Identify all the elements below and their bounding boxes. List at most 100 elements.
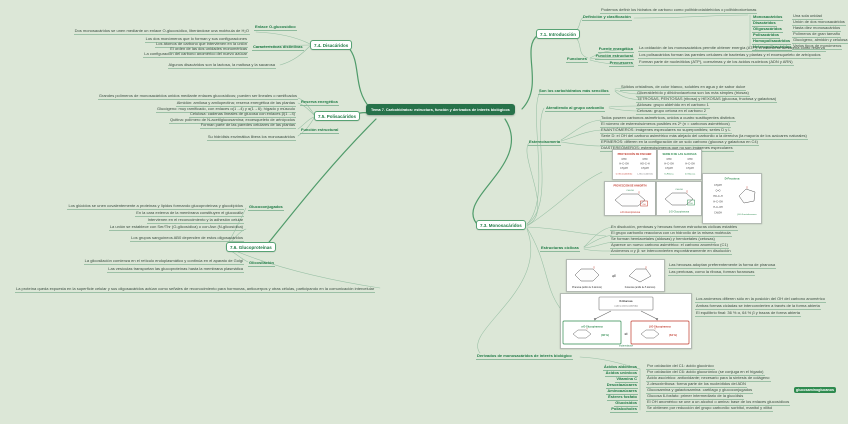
node-disac-trait-2[interactable]: Los átomos de carbono que intervienen en… [155,41,248,49]
node-poli-hidrolisis[interactable]: Su hidrólisis enzimática libera los mono… [206,134,296,142]
mutarotation-scheme-image[interactable]: D-Glucosa cadena abierta (aldehído) α-D-… [560,293,692,349]
node-clase-disacaridos[interactable]: Disacáridos [752,20,777,27]
node-mono-carbonilo-label[interactable]: Atendiendo al grupo carbonilo [545,105,605,112]
node-estructural-label[interactable]: Función estructural [300,127,340,134]
node-clase-homopolisacaridos-desc[interactable]: Glucógeno, almidón y celulosa [792,37,848,45]
node-clase-disacaridos-desc[interactable]: Unión de dos monosacáridos [792,19,846,27]
node-deriv-polialcoholes[interactable]: Polialcoholes [610,406,638,413]
node-ciclacion-2[interactable]: El grupo carbonilo reacciona con un hidr… [610,230,732,238]
node-clase-heteropolisacaridos[interactable]: Heteropolisacáridos [752,44,793,51]
node-clase-polisacaridos[interactable]: Polisacáridos [752,32,781,39]
node-poli-almidon[interactable]: Almidón: amilosa y amilopectina; reserva… [175,100,296,108]
node-deriv-aldonicos-desc[interactable]: Por oxidación del C1: ácido glucónico [646,363,715,371]
node-funcion-precursores[interactable]: Precursores [608,60,634,67]
node-poli-paredes[interactable]: Forman parte de las paredes celulares de… [199,122,296,130]
fructose-structure-image[interactable]: D-Fructosa CH₂OH C=O HO–C–H H–C–OH H–C–O… [702,173,762,224]
node-clase-monosacaridos[interactable]: Monosacáridos [752,14,784,21]
node-mono-general-label[interactable]: Son los carbohidratos más sencillos [538,88,610,95]
branch-glucoproteinas[interactable]: 7.6. Glucoproteínas [226,242,276,252]
node-deriv-vitamina-c[interactable]: Vitamina C [615,376,638,383]
node-clase-polisacaridos-desc[interactable]: Polímeros de gran tamaño [792,31,842,39]
node-funcion-energetica-desc[interactable]: La oxidación de los monosacáridos permit… [638,45,826,53]
node-disac-trait-4[interactable]: La configuración del carbono anomérico d… [143,51,248,59]
node-deriv-uronicos[interactable]: Ácidos urónicos [604,370,638,377]
node-estereo-3[interactable]: ENANTIÓMEROS: imágenes especulares no su… [600,127,732,135]
node-mono-general-3[interactable]: TETROSAS, PENTOSAS (ribosa) y HEXOSAS (g… [636,96,778,104]
ring-forms-image[interactable]: O Piranosa (anillo de 6 átomos) ⇌ O Fura… [566,259,665,292]
node-deriv-aldonicos[interactable]: Ácidos aldónicos [602,364,638,371]
node-deriv-aminoazucares-desc[interactable]: Glucosamina y galactosamina: cartílago y… [646,387,754,395]
node-mono-general-2[interactable]: Gliceraldehído y dihidroxiacetona son lo… [636,90,750,98]
node-deriv-glucosidos-desc[interactable]: El OH anomérico se une a un alcohol o am… [646,399,791,407]
node-estereo-5[interactable]: EPÍMEROS: difieren en la configuración d… [600,139,759,147]
node-funcion-estructural[interactable]: Función estructural [594,53,634,60]
central-topic[interactable]: Tema 7. Carbohidratos: estructura, funci… [366,104,515,115]
node-estereo-4[interactable]: Serie D: el OH del carbono asimétrico má… [600,133,808,141]
node-poli-glucogeno[interactable]: Glucógeno: muy ramificado, con enlaces α… [155,106,296,113]
node-deriv-desoxiazucares-desc[interactable]: 2-desoxirribosa: forma parte de los nucl… [646,381,747,389]
node-glicosilacion-label[interactable]: Glicosilación [248,260,275,267]
node-piranosa-nota[interactable]: Las hexosas adoptan preferentemente la f… [668,262,777,270]
node-anomeros-2[interactable]: Ambas formas cicladas se interconvierten… [695,303,821,311]
node-ciclacion-4[interactable]: Aparece un nuevo carbono asimétrico: el … [610,242,729,250]
node-ciclacion-1[interactable]: En disolución, pentosas y hexosas forman… [610,224,739,232]
node-funcion-precursores-desc[interactable]: Forman parte de nucleótidos (ATP), coenz… [638,59,794,67]
branch-polisacaridos[interactable]: 7.5. Polisacáridos [314,111,361,121]
node-deriv-esteres[interactable]: Ésteres fosfato [607,394,638,401]
node-deriv-desoxiazucares[interactable]: Desoxiazúcares [605,382,638,389]
node-clase-heteropolisacaridos-desc[interactable]: Varios tipos de monómeros [792,43,843,51]
node-glicosilacion-2[interactable]: Las vesículas transportan las glucoprote… [107,266,244,274]
node-disac-trait-1[interactable]: Los dos monómeros que lo forman y sus co… [144,36,248,44]
node-gluco-5[interactable]: Los grupos sanguíneos AB0 dependen de es… [130,235,244,243]
node-highlight-glucosaminoglucanos[interactable]: glucosaminoglucanos [794,387,836,393]
node-funcion-estructural-desc[interactable]: Los polisacáridos forman las paredes cel… [638,52,822,60]
branch-disacaridos[interactable]: 7.4. Disacáridos [310,40,353,50]
node-funciones-label[interactable]: Funciones [566,56,589,63]
node-gluco-2[interactable]: En la cara externa de la membrana consti… [135,210,244,218]
node-estereo-2[interactable]: El número de estereoisómeros posibles es… [600,121,731,129]
node-glicosilacion-1[interactable]: La glicosilación comienza en el retículo… [83,258,244,266]
node-gluco-footer[interactable]: La proteína queda expuesta en la superfi… [15,286,376,294]
node-derivados-label[interactable]: Derivados de monosacáridos de interés bi… [476,353,573,360]
node-clase-oligosacaridos[interactable]: Oligosacáridos [752,26,783,33]
node-clase-oligosacaridos-desc[interactable]: Hasta diez monosacáridos [792,25,842,33]
node-mono-general-1[interactable]: Sólidos cristalinos, de color blanco, so… [620,84,747,92]
node-poli-quitina[interactable]: Quitina: polímero de N-acetilglucosamina… [169,117,296,124]
node-disac-trait-3[interactable]: El orden de las dos unidades monoméricas [169,46,248,54]
node-definicion[interactable]: Podemos definir los hidratos de carbono … [600,7,758,15]
node-poli-intro[interactable]: Grandes polímeros de monosacáridos unido… [97,93,298,101]
fischer-projection-image[interactable]: PROYECCIÓN DE FISCHER CHO H–C–OH CH₂OH D… [612,149,657,180]
node-anomeros-3[interactable]: El equilibrio final: 36 % α, 64 % β y tr… [695,310,801,318]
haworth-alpha-image[interactable]: PROYECCIÓN DE HAWORTH CH₂OH O OH α-D-Glu… [604,181,656,216]
node-gluco-1[interactable]: Los glúcidos se unen covalentemente a pr… [67,203,244,211]
node-gluco-3[interactable]: Intervienen en el reconocimiento y la ad… [146,217,244,225]
node-disac-intro[interactable]: Dos monosacáridos se unen mediante un en… [73,28,250,36]
node-caracteristicas-label[interactable]: Características distintivas [252,44,304,51]
node-furanosa-nota[interactable]: Las pentosas, como la ribosa, forman fur… [668,269,756,277]
node-mono-aldosas[interactable]: Aldosas: grupo aldehído en el carbono 1 [636,102,710,110]
node-deriv-aminoazucares[interactable]: Aminoazúcares [606,388,638,395]
node-funcion-energetica[interactable]: Fuente energética [597,46,634,53]
node-ciclacion-3[interactable]: Se forman hemiacetales (aldosas) y hemic… [610,236,716,244]
node-clase-monosacaridos-desc[interactable]: Una sola unidad [792,13,823,21]
node-deriv-uronicos-desc[interactable]: Por oxidación del C6: ácido glucurónico … [646,369,765,377]
node-poli-celulosa[interactable]: Celulosa: cadenas lineales de glucosa co… [188,111,296,119]
node-deriv-vitamina-c-desc[interactable]: Ácido ascórbico: antioxidante; necesario… [646,375,771,383]
branch-monosacaridos[interactable]: 7.3. Monosacáridos [476,220,526,230]
node-mono-cetosas[interactable]: Cetosas: grupo cetona en el carbono 2 [636,108,707,116]
node-estereo-label[interactable]: Estereoisomería [528,139,562,146]
node-enlace-label[interactable]: Enlace O-glucosídico [254,24,297,31]
branch-intro[interactable]: 7.1. Introducción [536,29,581,39]
haworth-beta-image[interactable]: CH₂OH O OH β-D-Glucopiranosa [656,181,702,216]
node-glucoconjugados-label[interactable]: Glucoconjugados [248,204,284,211]
node-deriv-glucosidos[interactable]: Glucósidos [614,400,638,407]
node-ciclacion-5[interactable]: Anómeros α y β: se interconvierten espon… [610,248,732,256]
node-disac-ejemplos[interactable]: Algunos disacáridos son la lactosa, la m… [167,62,276,70]
node-ciclacion-label[interactable]: Estructuras cíclicas [540,245,580,252]
node-gluco-4[interactable]: La unión se establece con Ser/Thr (O-gli… [108,224,244,232]
node-definicion-label[interactable]: Definición y clasificación [582,14,632,21]
node-anomeros-1[interactable]: Los anómeros difieren sólo en la posició… [695,296,826,304]
node-estereo-1[interactable]: Todos poseen carbonos asimétricos, unido… [600,115,736,123]
node-reserva-label[interactable]: Reserva energética [300,99,339,106]
node-clase-homopolisacaridos[interactable]: Homopolisacáridos [752,38,792,45]
